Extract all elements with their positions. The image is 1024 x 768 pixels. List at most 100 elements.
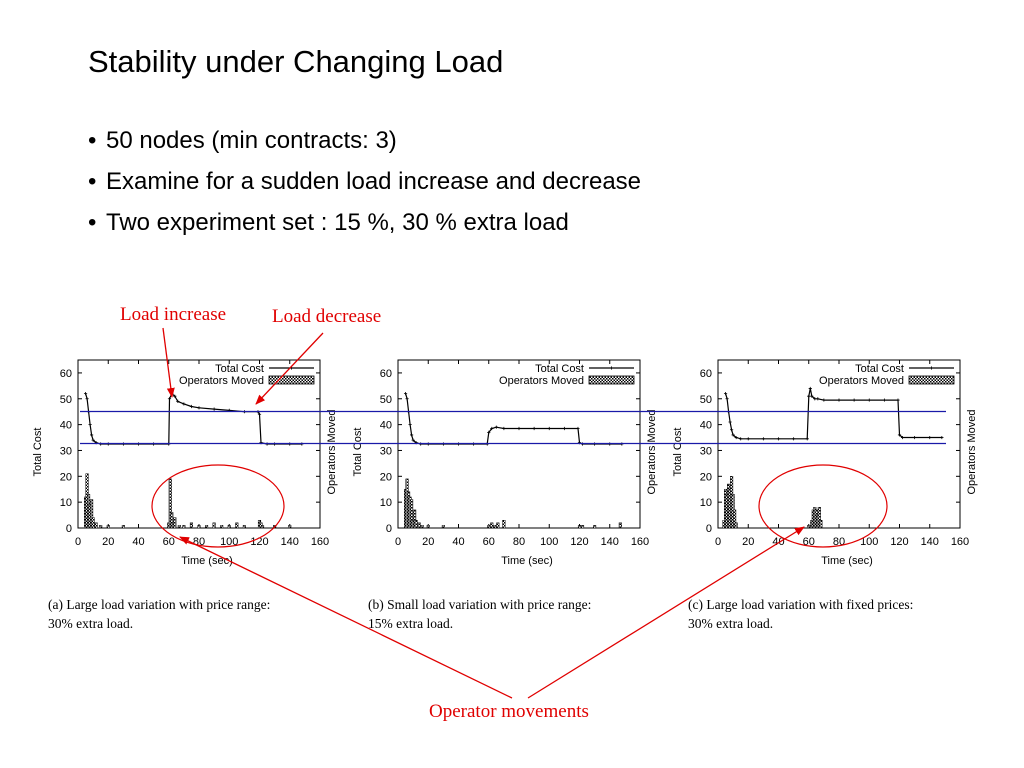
y-tick-label: 20	[700, 471, 712, 483]
y-tick-label: 30	[60, 445, 72, 457]
total-cost-point	[761, 437, 765, 441]
total-cost-line	[725, 388, 942, 440]
y-tick-label: 30	[700, 445, 712, 457]
x-tick-label: 100	[860, 536, 878, 548]
total-cost-point	[212, 407, 216, 411]
y-tick-label: 10	[380, 497, 392, 509]
operators-moved-bar	[99, 525, 103, 529]
total-cost-point	[882, 398, 886, 402]
chart-caption-line: 30% extra load.	[48, 616, 133, 631]
total-cost-point	[410, 433, 414, 437]
total-cost-point	[176, 399, 180, 403]
operator-movement-circle-c	[758, 464, 888, 548]
x-tick-label: 140	[921, 536, 939, 548]
load-increase-arrow	[162, 327, 175, 398]
x-tick-label: 160	[311, 536, 329, 548]
y-tick-label: 50	[60, 394, 72, 406]
total-cost-point	[182, 402, 186, 406]
operators-moved-bar	[182, 525, 186, 529]
y-tick-label: 10	[700, 497, 712, 509]
x-tick-label: 0	[395, 536, 401, 548]
x-tick-label: 140	[281, 536, 299, 548]
legend-label-total-cost: Total Cost	[215, 363, 264, 375]
legend-label-total-cost: Total Cost	[855, 363, 904, 375]
total-cost-point	[734, 435, 738, 440]
operators-moved-bar	[177, 525, 181, 529]
x-tick-label: 160	[951, 536, 969, 548]
total-cost-point	[85, 397, 89, 401]
total-cost-point	[723, 392, 728, 396]
total-cost-point	[837, 398, 841, 402]
total-cost-point	[746, 437, 750, 441]
operators-moved-bar	[288, 525, 292, 529]
operators-moved-bar	[441, 525, 445, 529]
y2-axis-label: Operators Moved	[326, 410, 338, 495]
chart-caption-line: (a) Large load variation with price rang…	[48, 597, 270, 612]
x-tick-label: 0	[75, 536, 81, 548]
operators-moved-bar	[734, 522, 738, 529]
y-axis-label: Total Cost	[352, 428, 364, 477]
total-cost-line	[405, 393, 622, 445]
operators-moved-bar	[496, 522, 500, 529]
operators-moved-bar	[121, 525, 125, 529]
total-cost-point	[408, 423, 412, 427]
y-tick-label: 60	[700, 368, 712, 380]
total-cost-point	[91, 438, 95, 442]
total-cost-point	[897, 433, 902, 437]
total-cost-point	[494, 425, 498, 429]
operator-movements-arrow-left	[179, 536, 513, 699]
x-tick-label: 100	[220, 536, 238, 548]
x-tick-label: 140	[601, 536, 619, 548]
x-tick-label: 60	[483, 536, 495, 548]
operators-moved-bar	[420, 525, 424, 529]
operators-moved-bar	[227, 525, 231, 529]
operators-moved-bar	[197, 525, 201, 529]
y-tick-label: 60	[380, 368, 392, 380]
y-tick-label: 0	[66, 523, 72, 535]
total-cost-point	[940, 435, 944, 440]
operators-moved-bar	[426, 525, 430, 529]
operators-moved-bar	[487, 525, 491, 529]
total-cost-point	[83, 392, 88, 396]
bullet-item: •Examine for a sudden load increase and …	[88, 165, 641, 206]
overlay-layer: Load increase Load decrease Operator mov…	[80, 304, 946, 722]
operators-moved-bar	[819, 519, 823, 529]
y-tick-label: 20	[60, 471, 72, 483]
operators-moved-bar	[807, 525, 811, 529]
y-tick-label: 0	[706, 523, 712, 535]
chart-caption-line: (c) Large load variation with fixed pric…	[688, 597, 913, 612]
legend-label-total-cost: Total Cost	[535, 363, 584, 375]
total-cost-point	[532, 426, 536, 431]
operators-moved-bar	[414, 519, 418, 529]
total-cost-point	[867, 398, 871, 402]
x-tick-label: 20	[742, 536, 754, 548]
y-tick-label: 40	[700, 420, 712, 432]
x-axis-label: Time (sec)	[181, 555, 233, 567]
y-axis-label: Total Cost	[672, 428, 684, 477]
total-cost-point	[189, 404, 194, 409]
y-tick-label: 50	[380, 394, 392, 406]
total-cost-point	[896, 398, 900, 402]
total-cost-point	[808, 386, 812, 391]
operators-moved-bar	[580, 525, 585, 529]
total-cost-line	[85, 392, 302, 445]
legend-label-operators-moved: Operators Moved	[179, 375, 264, 387]
operators-moved-bar	[91, 517, 95, 529]
y-tick-label: 40	[380, 420, 392, 432]
load-decrease-arrow	[255, 332, 324, 405]
y-tick-label: 10	[60, 497, 72, 509]
x-tick-label: 0	[715, 536, 721, 548]
bullet-item: •Two experiment set : 15 %, 30 % extra l…	[88, 206, 641, 247]
x-tick-label: 120	[570, 536, 588, 548]
operators-moved-bar	[106, 525, 110, 529]
total-cost-point	[731, 433, 735, 437]
slide-title: Stability under Changing Load	[88, 44, 504, 79]
operators-moved-bar	[577, 525, 582, 529]
total-cost-point	[807, 394, 811, 398]
operators-moved-bar	[220, 525, 224, 529]
y-tick-label: 40	[60, 420, 72, 432]
